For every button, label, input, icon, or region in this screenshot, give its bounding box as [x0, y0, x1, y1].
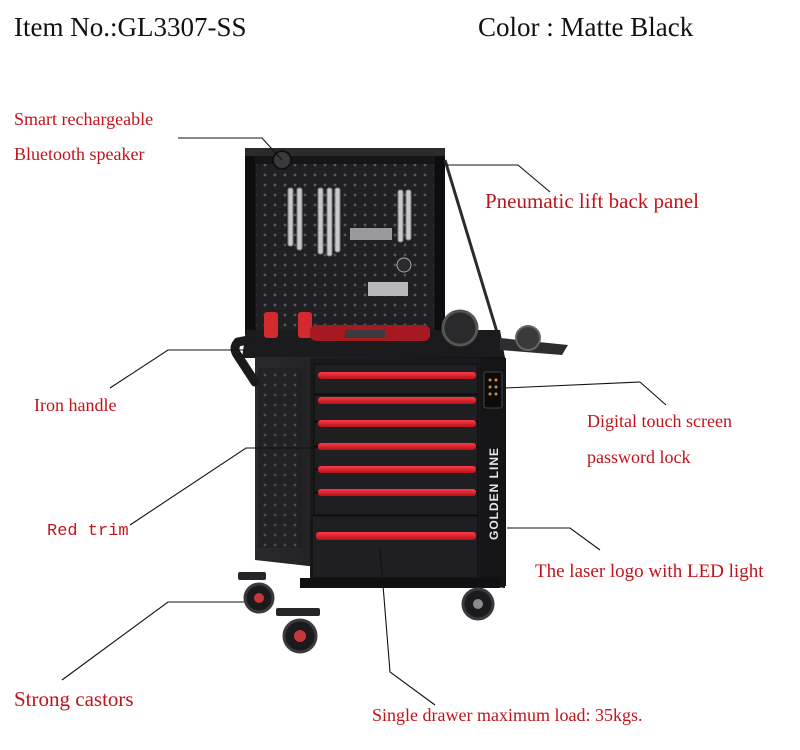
speaker-label-line1: Smart rechargeable: [14, 109, 154, 129]
drawer-handle-1: [318, 372, 476, 379]
lock-label-line1: Digital touch screen: [587, 411, 732, 431]
can-icon: [298, 312, 312, 338]
drawer-handle-5: [318, 466, 476, 473]
drawer-handle-2: [318, 397, 476, 404]
pegboard-back-panel: [245, 148, 445, 335]
lock-label-line2: password lock: [587, 447, 691, 467]
top-tool-tray: [242, 309, 505, 358]
drawer-handle-7: [316, 532, 476, 540]
castors-label: Strong castors: [14, 687, 134, 711]
castors: [238, 572, 495, 654]
item-number: Item No.:GL3307-SS: [14, 12, 247, 42]
speaker-label-line2: Bluetooth speaker: [14, 144, 145, 164]
digital-lock: [483, 371, 503, 409]
back-panel-label: Pneumatic lift back panel: [485, 189, 700, 213]
handle-label: Iron handle: [34, 395, 117, 415]
sander-icon: [441, 309, 479, 347]
can-icon: [264, 312, 278, 338]
product-color: Color : Matte Black: [478, 12, 694, 42]
drawer-handle-3: [318, 420, 476, 427]
logo-label: The laser logo with LED light: [535, 561, 764, 582]
load-label: Single drawer maximum load: 35kgs.: [372, 705, 643, 725]
tape-measure: [396, 257, 412, 273]
screwdriver-holder: [368, 282, 408, 296]
drawer-stack: [311, 363, 479, 579]
wrench-set: [287, 187, 412, 257]
brand-logo: GOLDEN LINE: [487, 447, 501, 540]
drawer-handle-6: [318, 489, 476, 496]
leader-lines: [61, 137, 667, 706]
trim-label: Red trim: [47, 522, 129, 541]
drawer-handle-4: [318, 443, 476, 450]
socket-rack: [350, 228, 392, 240]
